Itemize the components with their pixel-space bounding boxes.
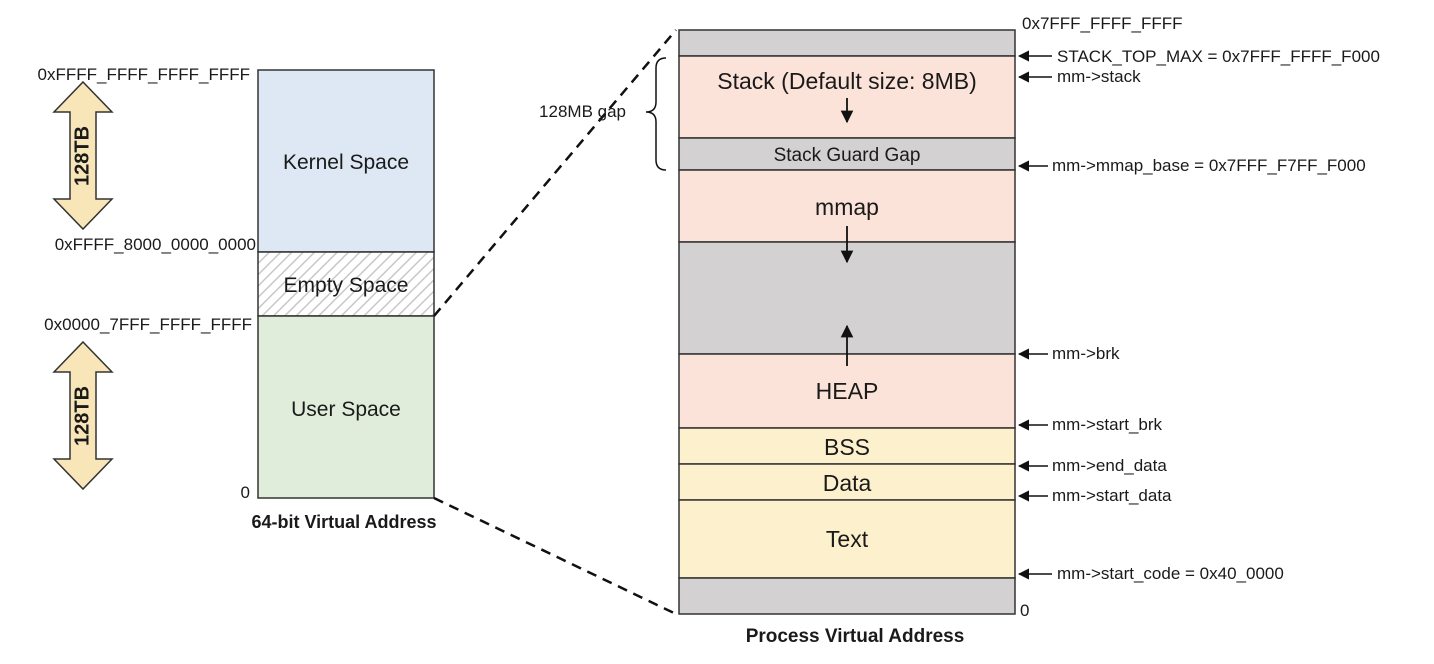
top-reserved-block	[678, 29, 1016, 57]
kernel-space-label: Kernel Space	[283, 151, 409, 174]
stack-label: Stack (Default size: 8MB)	[717, 68, 976, 94]
stack-guard-gap-block	[678, 137, 1016, 171]
left-caption: 64-bit Virtual Address	[251, 512, 436, 532]
bottom-reserved-block	[678, 577, 1016, 615]
bottom-address-label: 0	[1020, 601, 1029, 620]
mmap-label: mmap	[815, 194, 879, 220]
text-label: Text	[826, 526, 869, 552]
start-brk-annotation: mm->start_brk	[1052, 415, 1163, 434]
top-address-label: 0x7FFF_FFFF_FFFF	[1022, 14, 1183, 33]
heap-block	[678, 353, 1016, 429]
mm-stack-annotation: mm->stack	[1057, 67, 1141, 86]
addr-ffff-8000: 0xFFFF_8000_0000_0000	[55, 235, 256, 254]
size-arrow-kernel-label: 128TB	[71, 126, 93, 186]
heap-label: HEAP	[816, 378, 879, 404]
stack-guard-gap-label: Stack Guard Gap	[774, 145, 921, 166]
zoom-line-bottom	[433, 496, 677, 616]
kernel-space-block	[257, 69, 435, 253]
start-data-annotation: mm->start_data	[1052, 486, 1172, 505]
zoom-line-top	[433, 29, 677, 317]
addr-ffff-ffff: 0xFFFF_FFFF_FFFF_FFFF	[38, 65, 250, 84]
addr-0000-7fff: 0x0000_7FFF_FFFF_FFFF	[44, 315, 252, 334]
stack-block	[678, 55, 1016, 139]
start-code-annotation: mm->start_code = 0x40_0000	[1057, 564, 1284, 583]
right-caption: Process Virtual Address	[746, 626, 965, 647]
size-arrow-user-label: 128TB	[71, 386, 93, 446]
bss-label: BSS	[824, 434, 870, 460]
pointer-annotations: STACK_TOP_MAX = 0x7FFF_FFFF_F000 mm->sta…	[1017, 47, 1380, 583]
data-label: Data	[823, 470, 872, 496]
bss-block	[678, 427, 1016, 465]
user-space-block	[257, 315, 435, 499]
empty-space-label: Empty Space	[284, 274, 409, 297]
mmap-base-annotation: mm->mmap_base = 0x7FFF_F7FF_F000	[1052, 156, 1366, 175]
data-block	[678, 463, 1016, 501]
gap-brace	[645, 57, 667, 171]
addr-zero-left: 0	[241, 483, 250, 502]
process-address-column: Stack (Default size: 8MB) Stack Guard Ga…	[539, 14, 1183, 647]
size-arrow-user: 128TB	[52, 340, 114, 491]
text-block	[678, 499, 1016, 579]
left-address-column: Kernel Space Empty Space User Space 0xFF…	[38, 29, 677, 616]
end-data-annotation: mm->end_data	[1052, 456, 1167, 475]
empty-space-block	[257, 251, 435, 317]
gap-label: 128MB gap	[539, 102, 626, 121]
size-arrow-kernel: 128TB	[52, 80, 114, 231]
user-space-label: User Space	[291, 398, 401, 421]
stack-top-max-annotation: STACK_TOP_MAX = 0x7FFF_FFFF_F000	[1057, 47, 1380, 66]
brk-annotation: mm->brk	[1052, 344, 1120, 363]
